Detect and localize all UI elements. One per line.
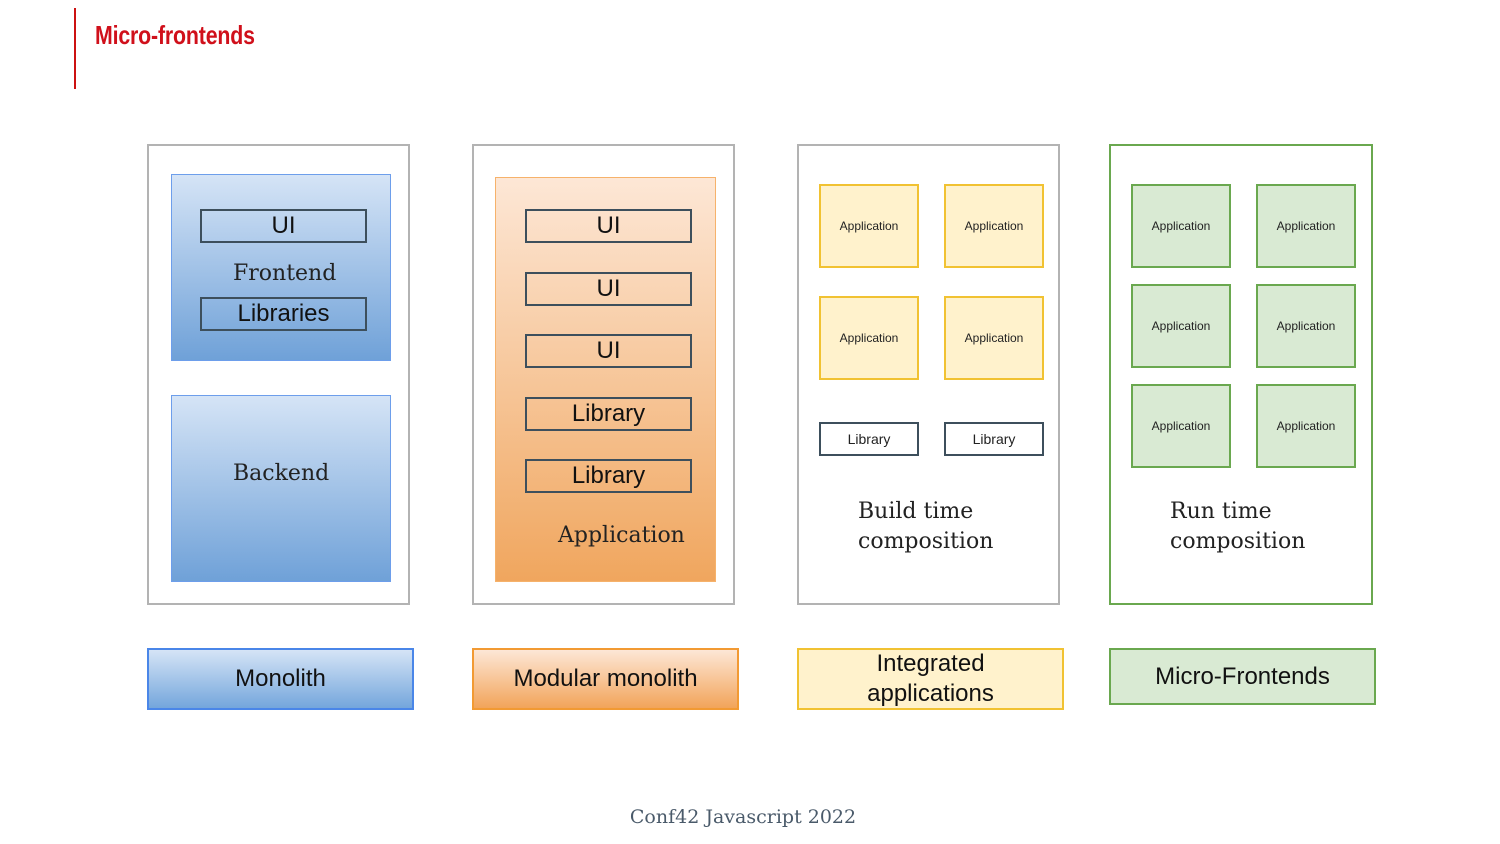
legend-line: applications (867, 680, 994, 707)
title-accent-bar (74, 8, 76, 89)
microfrontend-app-box: Application (1131, 284, 1231, 368)
caption-line: composition (858, 529, 994, 554)
legend-monolith: Monolith (147, 648, 414, 710)
legend-modular-monolith: Modular monolith (472, 648, 739, 710)
microfrontend-app-box: Application (1131, 184, 1231, 268)
microfrontend-app-box: Application (1131, 384, 1231, 468)
integrated-app-box: Application (819, 296, 919, 380)
integrated-library-box: Library (819, 422, 919, 456)
modular-ui-block: UI (525, 209, 692, 243)
modular-library-block: Library (525, 459, 692, 493)
monolith-ui-block: UI (200, 209, 367, 243)
run-time-caption: Run time composition (1170, 497, 1350, 557)
modular-ui-block: UI (525, 334, 692, 368)
backend-label: Backend (233, 461, 330, 486)
legend-integrated-applications: Integrated applications (797, 648, 1064, 710)
microfrontend-app-box: Application (1256, 384, 1356, 468)
backend-box (171, 395, 391, 582)
microfrontend-app-box: Application (1256, 284, 1356, 368)
frontend-label: Frontend (233, 261, 337, 286)
monolith-libraries-block: Libraries (200, 297, 367, 331)
application-box (495, 177, 716, 582)
integrated-app-box: Application (819, 184, 919, 268)
footer-text: Conf42 Javascript 2022 (629, 806, 857, 828)
integrated-app-box: Application (944, 296, 1044, 380)
integrated-app-box: Application (944, 184, 1044, 268)
legend-micro-frontends: Micro-Frontends (1109, 648, 1376, 705)
caption-line: composition (1170, 529, 1306, 554)
build-time-caption: Build time composition (858, 497, 1038, 557)
microfrontend-app-box: Application (1256, 184, 1356, 268)
legend-line: Integrated (876, 650, 985, 677)
caption-line: Build time (858, 499, 974, 524)
application-label: Application (558, 523, 685, 548)
integrated-library-box: Library (944, 422, 1044, 456)
modular-library-block: Library (525, 397, 692, 431)
modular-ui-block: UI (525, 272, 692, 306)
caption-line: Run time (1170, 499, 1272, 524)
slide-title: Micro-frontends (95, 20, 255, 50)
